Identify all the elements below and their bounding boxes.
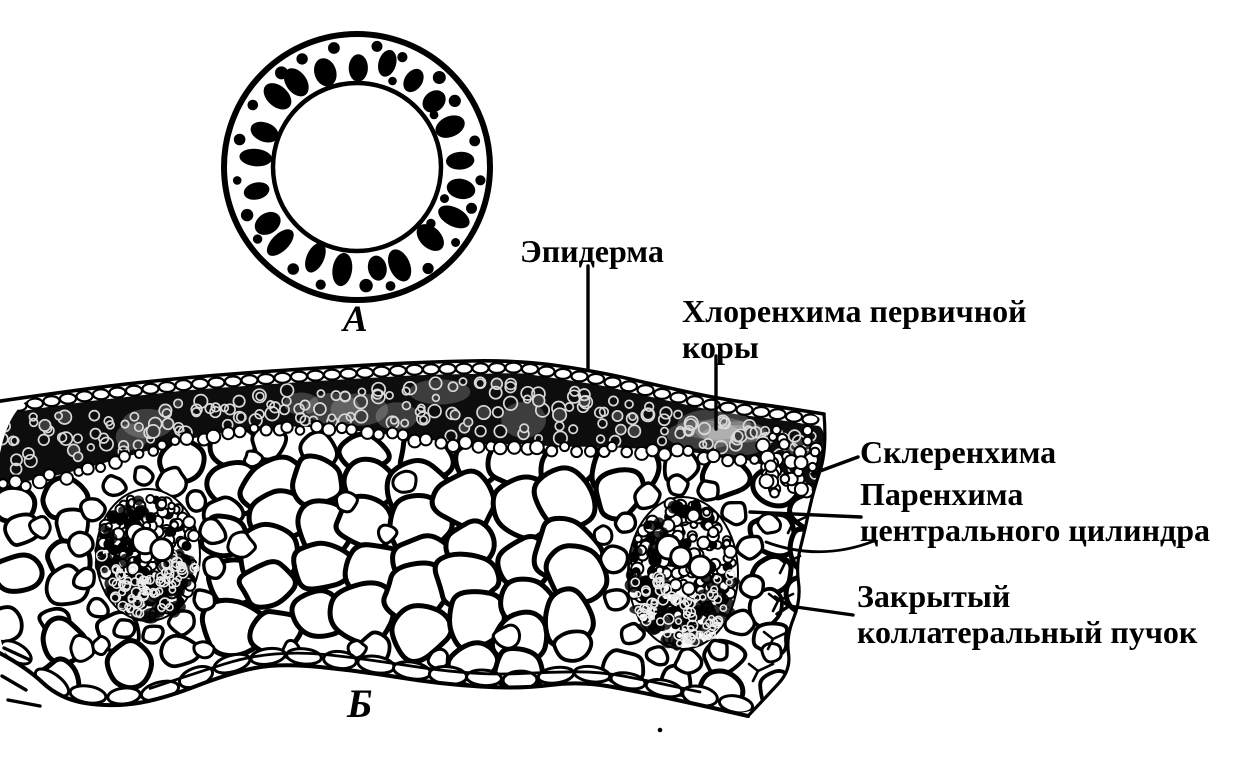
label-closed-collateral-bundle: Закрытый коллатеральный пучок (857, 578, 1198, 651)
panel-a-schematic-circle (221, 31, 493, 303)
label-bundle-line2: коллатеральный пучок (857, 613, 1198, 650)
label-chlorenchyma: Хлоренхима первичной коры (682, 293, 1027, 366)
label-bundle-line1: Закрытый (857, 578, 1011, 614)
sclerenchyma-cells (0, 419, 824, 499)
chlorenchyma-band (0, 373, 826, 489)
vascular-bundle (66, 465, 228, 645)
label-chlorenchyma-line2: коры (682, 328, 759, 365)
panel-a-letter: А (343, 299, 368, 340)
label-leader-lines (586, 264, 863, 617)
label-parenchyma-line2: центрального цилиндра (860, 511, 1210, 548)
label-epidermis: Эпидерма (520, 233, 664, 270)
epidermis-layer (0, 361, 820, 426)
label-parenchyma: Паренхима центрального цилиндра (860, 476, 1210, 549)
label-chlorenchyma-line1: Хлоренхима первичной (682, 293, 1027, 329)
label-parenchyma-line1: Паренхима (860, 476, 1024, 512)
vascular-bundle (598, 473, 766, 675)
label-sclerenchyma-text: Склеренхима (860, 434, 1057, 470)
panel-b-tissue-drawing (0, 359, 876, 733)
label-epidermis-text: Эпидерма (520, 233, 664, 269)
panel-b-letter: Б (347, 681, 373, 726)
outline-strokes (0, 359, 876, 733)
label-sclerenchyma: Склеренхима (860, 434, 1057, 471)
